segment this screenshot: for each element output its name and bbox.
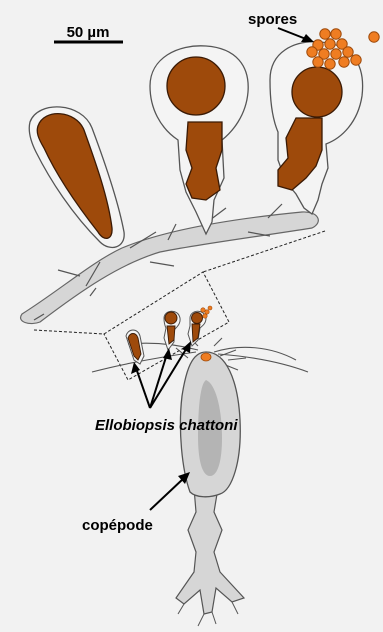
copepod-label: copépode <box>82 517 153 534</box>
scale-bar-label: 50 µm <box>67 24 110 41</box>
copepod-arrow <box>150 472 190 510</box>
copepod-tail <box>176 488 244 614</box>
parasite-middle <box>150 46 248 234</box>
copepod-eye <box>201 353 211 361</box>
spore-cluster <box>307 29 379 69</box>
parasite-young <box>29 107 124 248</box>
parasite-sporulating <box>270 42 363 214</box>
copepod <box>92 338 308 626</box>
enlarged-appendage <box>21 204 319 324</box>
spores-label: spores <box>248 11 297 28</box>
spores-arrow <box>278 28 314 42</box>
species-label: Ellobiopsis chattoni <box>95 417 238 434</box>
zoom-lines <box>34 231 325 380</box>
scale-bar: 50 µm <box>54 24 123 42</box>
